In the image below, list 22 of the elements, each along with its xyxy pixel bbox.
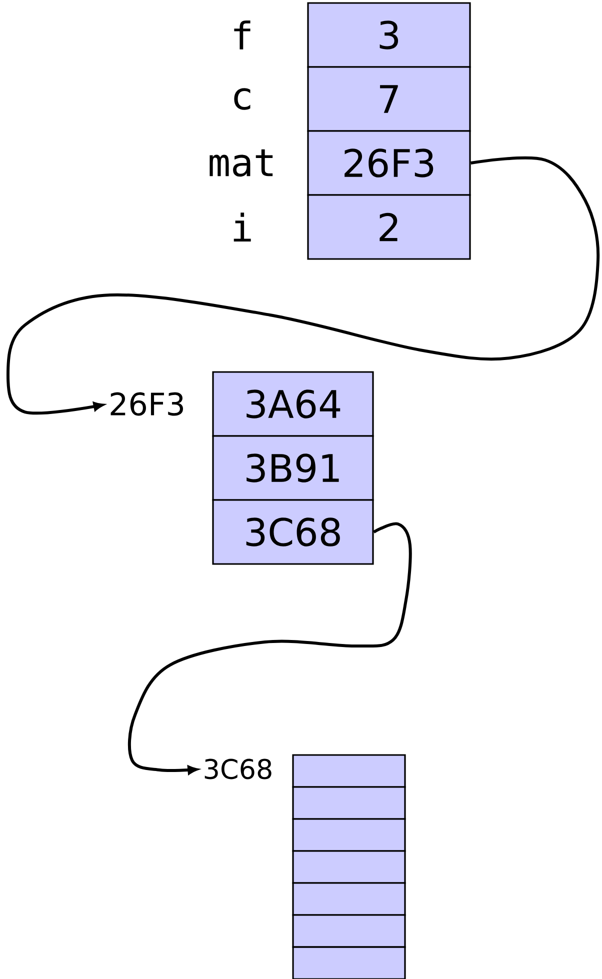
memory-cell: 2 (307, 194, 471, 260)
address-label: 26F3 (110, 392, 183, 416)
variable-name: c (234, 88, 250, 110)
memory-cell (292, 946, 406, 979)
memory-cell (292, 786, 406, 820)
variable-name: f (234, 20, 250, 50)
memory-cell: 3 (307, 2, 471, 68)
address-label: 3C68 (204, 758, 272, 780)
pointer-arrow (6, 156, 600, 415)
memory-cell (292, 754, 406, 788)
memory-cell: 26F3 (307, 130, 471, 196)
memory-cell (292, 850, 406, 884)
memory-cell: 3C68 (212, 499, 374, 565)
memory-cell (292, 914, 406, 948)
memory-cell: 7 (307, 66, 471, 132)
variable-name: i (234, 212, 251, 242)
memory-cell (292, 882, 406, 916)
memory-cell: 3B91 (212, 435, 374, 501)
memory-cell (292, 818, 406, 852)
memory-cell: 3A64 (212, 371, 374, 437)
pointer-arrow (128, 522, 412, 774)
variable-name: mat (210, 149, 273, 177)
